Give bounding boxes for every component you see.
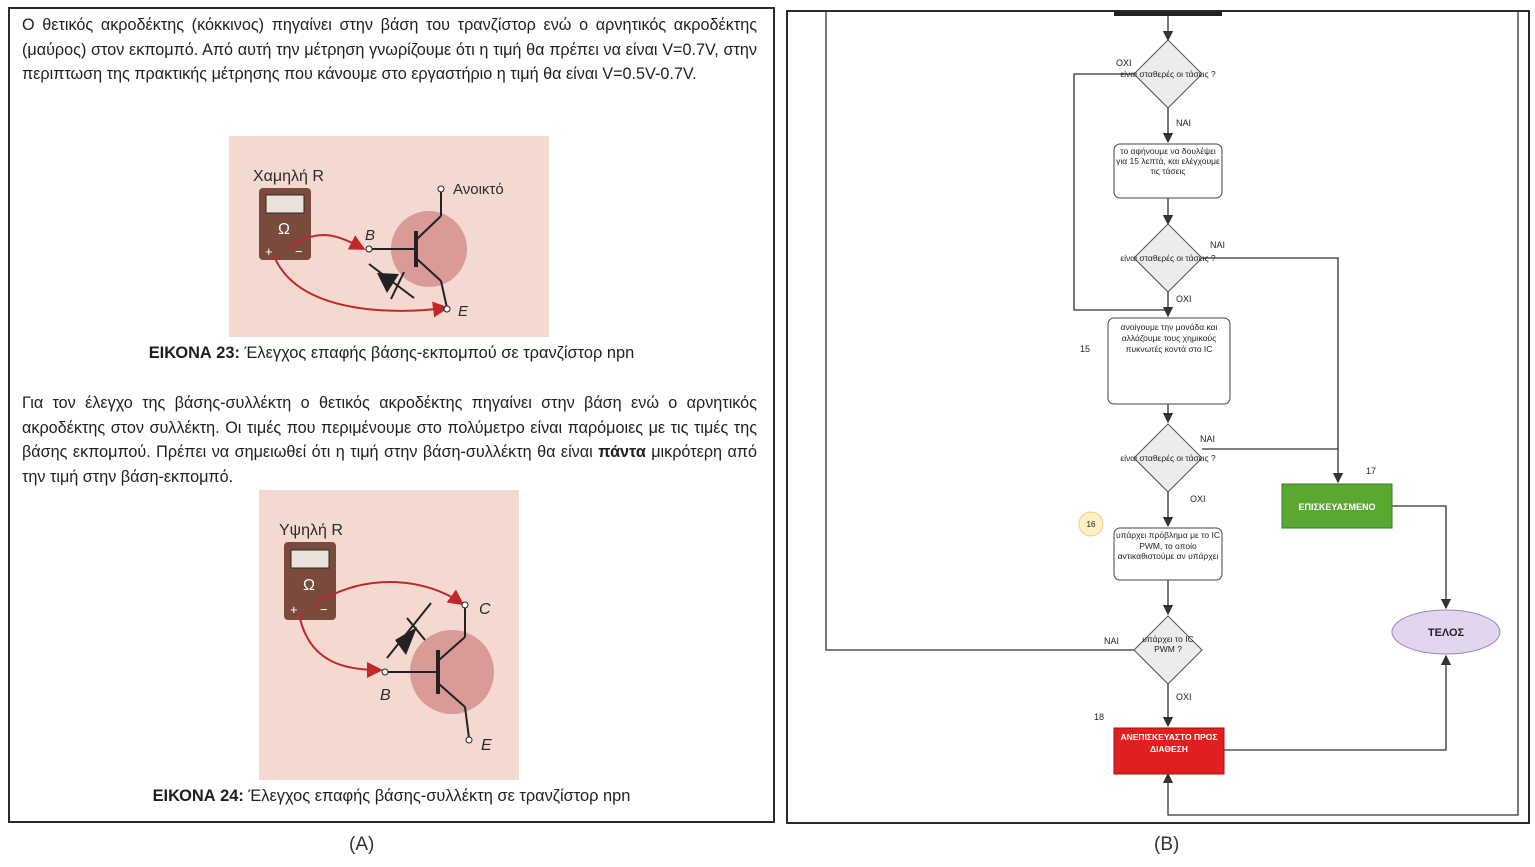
- flow-lines: [825, 12, 1519, 816]
- base-label-24: B: [380, 687, 391, 704]
- d2-no-label: ΟΧΙ: [1176, 294, 1192, 304]
- diode-icon: [377, 273, 399, 293]
- d3-yes-label: ΝΑΙ: [1200, 434, 1215, 444]
- decision-4-text: υπάρχει το IC PWM ?: [1142, 634, 1194, 654]
- paragraph-2-b: μικρότερη από την τιμή στην βάση-εκπομπό…: [22, 443, 757, 486]
- unrepairable-box[interactable]: [1113, 727, 1225, 775]
- collector-label: C: [479, 601, 491, 618]
- d4-no-label: ΟΧΙ: [1176, 692, 1192, 702]
- figure-24-caption: ΕΙΚΟΝΑ 24: Έλεγχος επαφής βάσης-συλλέκτη…: [10, 787, 773, 806]
- panel-a-label: (A): [349, 834, 375, 855]
- caption-24-bold: ΕΙΚΟΝΑ 24:: [152, 787, 244, 805]
- d2-yes-label: ΝΑΙ: [1210, 240, 1225, 250]
- process-3-text: υπάρχει πρόβλημα με το IC PWM, το οποίο …: [1116, 530, 1220, 561]
- meter-display: [265, 194, 305, 214]
- step-15: 15: [1080, 344, 1090, 354]
- decision-2-text: είναι σταθερές οι τάσεις ?: [1120, 253, 1216, 263]
- decision-1[interactable]: [1133, 39, 1203, 109]
- end-terminal[interactable]: [1391, 609, 1501, 655]
- repaired-text: ΕΠΙΣΚΕΥΑΣΜΕΝΟ: [1299, 502, 1376, 512]
- ohm-symbol: Ω: [278, 221, 290, 238]
- figure-24-diagram: Υψηλή R Ω + − C B E: [279, 522, 494, 754]
- ohm-symbol-24: Ω: [303, 577, 315, 594]
- caption-24-text: Έλεγχος επαφής βάσης-συλλέκτη σε τρανζίσ…: [243, 787, 631, 805]
- flowchart: είναι σταθερές οι τάσεις ? ΟΧΙ ΝΑΙ το αφ…: [825, 12, 1519, 816]
- caption-23-bold: ΕΙΚΟΝΑ 23:: [148, 344, 240, 362]
- emitter-label-24: E: [481, 737, 492, 754]
- transistor-circle: [391, 211, 467, 287]
- emitter-label: E: [458, 303, 469, 320]
- decision-3[interactable]: [1133, 423, 1203, 493]
- decision-1-text: είναι σταθερές οι τάσεις ?: [1120, 69, 1216, 79]
- meter-label: Χαμηλή R: [253, 168, 324, 185]
- step-16: 16: [1087, 520, 1096, 529]
- process-2[interactable]: [1107, 317, 1231, 405]
- paragraph-2-a: Για τον έλεγχο της βάσης-συλλέκτη ο θετι…: [22, 394, 757, 461]
- base-label: B: [365, 227, 375, 244]
- minus-terminal: −: [295, 244, 303, 259]
- d1-no-label: ΟΧΙ: [1116, 58, 1132, 68]
- process-3[interactable]: [1113, 527, 1223, 581]
- repaired-box[interactable]: [1281, 483, 1393, 529]
- decision-3-text: είναι σταθερές οι τάσεις ?: [1120, 453, 1216, 463]
- caption-23-text: Έλεγχος επαφής βάσης-εκπομπού σε τρανζίσ…: [240, 344, 635, 362]
- process-1-text: το αφήνουμε να δουλέψει για 15 λεπτά, κα…: [1116, 146, 1220, 176]
- figure-23-photo: Χαμηλή R Ω + − Ανοικτό B E: [229, 136, 549, 337]
- figure-23-diagram: Χαμηλή R Ω + − Ανοικτό B E: [253, 168, 504, 320]
- meter-display-24: [290, 549, 330, 569]
- d4-yes-label: ΝΑΙ: [1104, 636, 1119, 646]
- diode-icon-24: [395, 627, 417, 655]
- paragraph-2-bold: πάντα: [598, 443, 646, 461]
- plus-terminal: +: [265, 244, 273, 259]
- paragraph-1: Ο θετικός ακροδέκτης (κόκκινος) πηγαίνει…: [22, 16, 757, 83]
- panel-b-label: (B): [1154, 834, 1180, 855]
- top-connector: [1114, 12, 1222, 16]
- decision-2[interactable]: [1133, 223, 1203, 293]
- minus-terminal-24: −: [320, 602, 328, 617]
- meter-label-24: Υψηλή R: [279, 522, 343, 539]
- decision-4[interactable]: [1133, 615, 1203, 685]
- end-text: ΤΕΛΟΣ: [1428, 627, 1465, 639]
- process-2-text: ανοίγουμε την μονάδα και αλλάζουμε τους …: [1120, 322, 1218, 354]
- process-1[interactable]: [1113, 143, 1223, 199]
- paragraph-2: Για τον έλεγχο της βάσης-συλλέκτη ο θετι…: [22, 391, 757, 489]
- transistor-circle-24: [410, 630, 494, 714]
- d1-yes-label: ΝΑΙ: [1176, 118, 1191, 128]
- panel-b: είναι σταθερές οι τάσεις ? ΟΧΙ ΝΑΙ το αφ…: [786, 10, 1530, 824]
- d3-no-label: ΟΧΙ: [1190, 494, 1206, 504]
- figure-24-photo: Υψηλή R Ω + − C B E: [259, 490, 519, 780]
- plus-terminal-24: +: [290, 602, 298, 617]
- open-label: Ανοικτό: [453, 181, 504, 198]
- step-17: 17: [1366, 466, 1376, 476]
- step-18: 18: [1094, 712, 1104, 722]
- panel-a: Ο θετικός ακροδέκτης (κόκκινος) πηγαίνει…: [8, 7, 775, 823]
- figure-23-caption: ΕΙΚΟΝΑ 23: Έλεγχος επαφής βάσης-εκπομπού…: [10, 344, 773, 363]
- step-16-badge: [1078, 511, 1104, 537]
- unrepairable-text: ΑΝΕΠΙΣΚΕΥΑΣΤΟ ΠΡΟΣ ΔΙΑΘΕΣΗ: [1120, 732, 1218, 754]
